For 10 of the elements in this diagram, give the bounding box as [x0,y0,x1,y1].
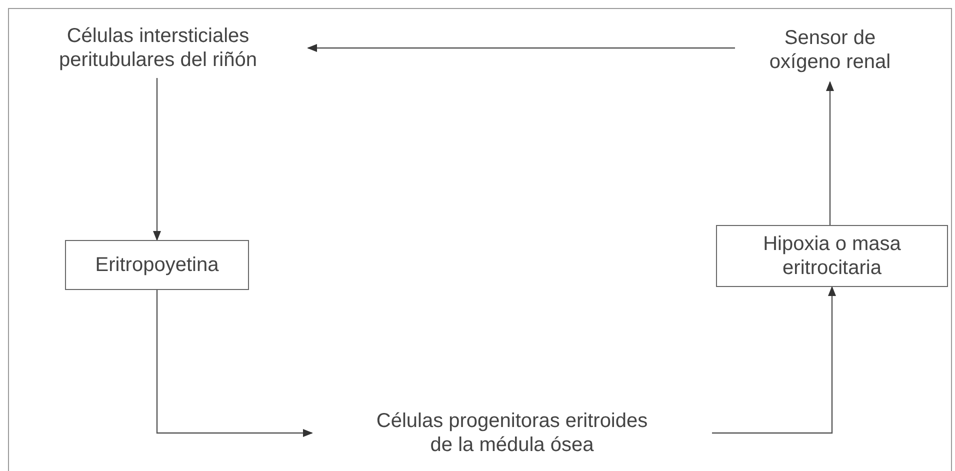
arrow [307,44,735,52]
process-box: Eritropoyetina [65,240,249,290]
node-label: Células progenitoras eritroides de la médula ósea [312,404,712,462]
node-label: Sensor de oxígeno renal [735,18,925,82]
node-label: Células intersticiales peritubulares del riñón [8,18,308,78]
arrow [712,286,836,434]
arrow [156,290,313,437]
process-box: Hipoxia o masa eritrocitaria [716,225,948,287]
arrow [153,78,161,241]
arrow [826,81,834,225]
